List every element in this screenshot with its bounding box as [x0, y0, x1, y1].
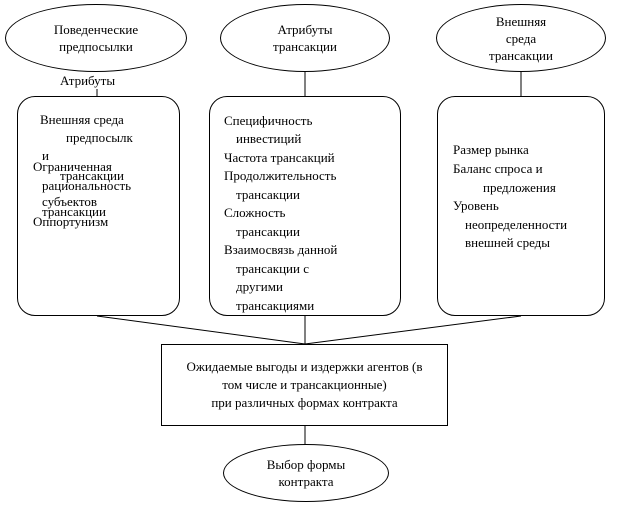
right-line-6: внешней среды [465, 235, 551, 250]
transaction-attributes-ellipse: Атрибуты трансакции [220, 4, 390, 72]
bottom-line-1: Выбор формы [266, 457, 346, 472]
attributes-line-2: трансакции [273, 39, 337, 54]
mid-line-11: трансакциями [236, 298, 315, 313]
left-opportunism: Оппортунизм [33, 214, 109, 229]
rect-line-3: при различных формах контракта [211, 395, 398, 410]
mid-line-5: трансакции [236, 187, 300, 202]
rect-line-2: том числе и трансакционные) [222, 377, 387, 392]
connector-left-to-hub [96, 315, 306, 345]
environment-line-3: трансакции [489, 47, 553, 63]
mid-line-8: Взаимосвязь данной [224, 242, 338, 257]
environment-line-1: Внешняя [495, 13, 547, 29]
attributes-line-1: Атрибуты [277, 22, 333, 37]
bottom-line-2: контракта [278, 474, 334, 489]
behavioral-line-1: Поведенческие [53, 22, 139, 37]
mid-line-3: Частота трансакций [224, 150, 335, 165]
rect-line-1: Ожидаемые выгоды и издержки агентов (в [186, 359, 423, 374]
behavioral-box [17, 96, 180, 316]
mid-line-7: трансакции [236, 224, 300, 239]
contract-choice-ellipse: Выбор формы контракта [223, 444, 389, 502]
expected-benefits-box: Ожидаемые выгоды и издержки агентов (в т… [161, 344, 448, 426]
left-env-line2: предпосылк [66, 130, 133, 145]
mid-line-2: инвестиций [236, 131, 302, 146]
mid-line-6: Сложность [224, 205, 286, 220]
mid-line-1: Специфичность [224, 113, 313, 128]
mid-line-4: Продолжительность [224, 168, 337, 183]
mid-line-9: трансакции с [236, 261, 309, 276]
connector-label: Атрибуты [58, 72, 118, 89]
left-env-line3: и [42, 148, 49, 163]
transaction-environment-ellipse: Внешняя среда трансакции [436, 4, 606, 72]
right-line-4: Уровень [453, 198, 499, 213]
behavioral-line-2: предпосылки [59, 39, 133, 54]
right-line-2: Баланс спроса и [453, 161, 543, 176]
mid-line-10: другими [236, 279, 283, 294]
environment-line-2: среда [505, 30, 537, 46]
left-bounded-tx: трансакции [60, 168, 124, 183]
connector-right-to-hub [304, 315, 522, 345]
right-line-1: Размер рынка [453, 142, 529, 157]
left-subjects: субъектов [42, 194, 98, 209]
left-rationality: рациональность [42, 178, 132, 193]
right-line-3: предложения [483, 180, 556, 195]
left-subjects-tx: трансакции [42, 204, 106, 219]
transaction-attributes-box [209, 96, 401, 316]
right-line-5: неопределенности [465, 217, 568, 232]
behavioral-prerequisites-ellipse: Поведенческие предпосылки [5, 4, 187, 72]
left-bounded: Ограниченная [33, 159, 112, 174]
left-env-title: Внешняя среда [40, 112, 124, 127]
environment-box [437, 96, 605, 316]
